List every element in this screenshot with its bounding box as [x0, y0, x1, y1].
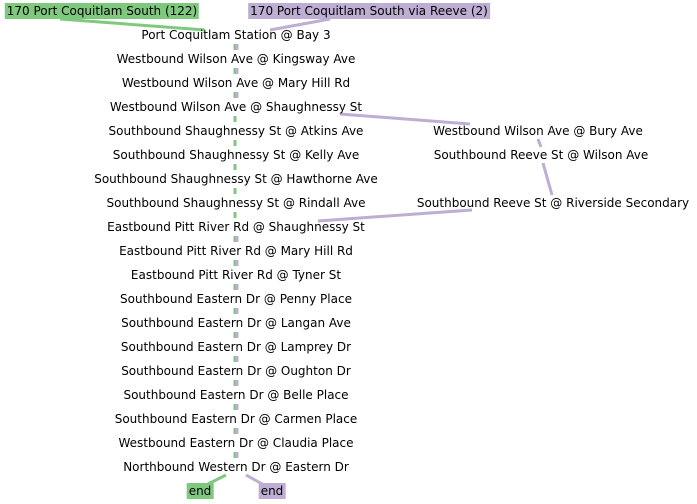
stop-label: Southbound Eastern Dr @ Belle Place [123, 388, 349, 402]
stop-label: Northbound Western Dr @ Eastern Dr [123, 460, 349, 474]
stop-label: Westbound Wilson Ave @ Mary Hill Rd [121, 76, 351, 90]
edge-green [59, 17, 206, 32]
stop-label: Port Coquitlam Station @ Bay 3 [141, 28, 331, 42]
route-tag-reeve: 170 Port Coquitlam South via Reeve (2) [248, 3, 490, 19]
stop-label: Southbound Shaughnessy St @ Rindall Ave [106, 196, 366, 210]
edge-purple [269, 17, 331, 32]
edge-purple [317, 208, 473, 223]
stop-label: Eastbound Pitt River Rd @ Tyner St [130, 268, 342, 282]
branch-stop-label: Southbound Reeve St @ Wilson Ave [433, 148, 649, 162]
stop-label: Southbound Shaughnessy St @ Hawthorne Av… [94, 172, 378, 186]
stop-label: Southbound Shaughnessy St @ Kelly Ave [112, 148, 360, 162]
branch-stop-label: Westbound Wilson Ave @ Bury Ave [433, 124, 643, 138]
stop-label: Southbound Eastern Dr @ Oughton Dr [121, 364, 351, 378]
stop-label: Westbound Wilson Ave @ Kingsway Ave [116, 52, 356, 66]
edge-purple [541, 162, 554, 196]
route-end-122: end [186, 483, 214, 499]
stop-label: Westbound Wilson Ave @ Shaughnessy St [109, 100, 363, 114]
stop-label: Eastbound Pitt River Rd @ Shaughnessy St [107, 220, 365, 234]
route-end-reeve: end [258, 483, 286, 499]
stop-label: Eastbound Pitt River Rd @ Mary Hill Rd [119, 244, 353, 258]
stop-label: Southbound Shaughnessy St @ Atkins Ave [108, 124, 364, 138]
stop-label: Southbound Eastern Dr @ Penny Place [120, 292, 352, 306]
branch-stop-label: Southbound Reeve St @ Riverside Secondar… [416, 196, 690, 210]
stop-label: Southbound Eastern Dr @ Langan Ave [121, 316, 351, 330]
route-tag-122: 170 Port Coquitlam South (122) [4, 3, 200, 19]
stop-label: Southbound Eastern Dr @ Carmen Place [114, 412, 358, 426]
edge-purple [339, 112, 471, 126]
stop-label: Southbound Eastern Dr @ Lamprey Dr [120, 340, 352, 354]
stop-label: Westbound Eastern Dr @ Claudia Place [118, 436, 354, 450]
edge-purple [536, 138, 543, 148]
